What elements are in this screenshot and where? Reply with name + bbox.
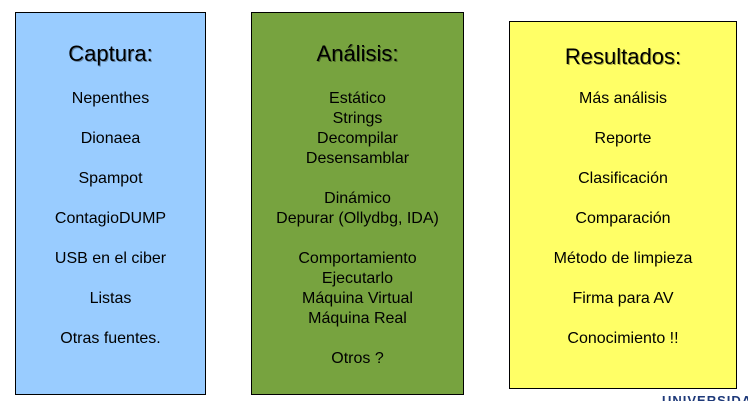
analisis-item: Comportamiento bbox=[298, 250, 417, 267]
analisis-item: Máquina Real bbox=[308, 310, 407, 327]
captura-item: Dionaea bbox=[80, 130, 141, 147]
captura-item: ContagioDUMP bbox=[54, 210, 167, 227]
resultados-item: Clasificación bbox=[578, 170, 668, 187]
resultados-item: Reporte bbox=[594, 130, 652, 147]
analisis-group-otros: Otros ? bbox=[252, 349, 463, 369]
analisis-group-comportamiento: Comportamiento Ejecutarlo Máquina Virtua… bbox=[252, 249, 463, 329]
analisis-title: Análisis: bbox=[316, 41, 399, 66]
resultados-title: Resultados: bbox=[564, 44, 682, 69]
analisis-item: Dinámico bbox=[324, 190, 391, 207]
resultados-item: Comparación bbox=[575, 210, 671, 227]
resultados-item: Conocimiento !! bbox=[567, 330, 679, 347]
analisis-item: Máquina Virtual bbox=[302, 290, 413, 307]
analisis-item: Ejecutarlo bbox=[321, 270, 394, 287]
captura-item: Nepenthes bbox=[71, 90, 150, 107]
analisis-item: Otros ? bbox=[331, 350, 384, 367]
captura-item: Spampot bbox=[78, 170, 143, 187]
analisis-item: Decompilar bbox=[317, 130, 398, 147]
analisis-item: Estático bbox=[329, 90, 386, 107]
university-logo-text: UNIVERSIDAD bbox=[662, 393, 748, 401]
captura-title: Captura: bbox=[68, 41, 153, 66]
captura-item: Listas bbox=[89, 290, 132, 307]
analisis-item: Desensamblar bbox=[305, 150, 410, 167]
resultados-item: Firma para AV bbox=[572, 290, 674, 307]
analisis-group-dinamico: Dinámico Depurar (Ollydbg, IDA) bbox=[252, 189, 463, 229]
resultados-box: Resultados: Más análisis Reporte Clasifi… bbox=[509, 21, 737, 389]
captura-list: Nepenthes Dionaea Spampot ContagioDUMP U… bbox=[16, 89, 205, 369]
captura-box: Captura: Nepenthes Dionaea Spampot Conta… bbox=[15, 12, 206, 395]
captura-item: USB en el ciber bbox=[54, 250, 167, 267]
captura-item: Otras fuentes. bbox=[60, 330, 161, 347]
analisis-list: Estático Strings Decompilar Desensamblar… bbox=[252, 89, 463, 369]
analisis-box: Análisis: Estático Strings Decompilar De… bbox=[251, 12, 464, 395]
analisis-group-estatico: Estático Strings Decompilar Desensamblar bbox=[252, 89, 463, 169]
analisis-item: Depurar (Ollydbg, IDA) bbox=[276, 210, 439, 227]
resultados-item: Más análisis bbox=[578, 90, 668, 107]
resultados-list: Más análisis Reporte Clasificación Compa… bbox=[510, 89, 736, 369]
analisis-item: Strings bbox=[332, 110, 383, 127]
resultados-item: Método de limpieza bbox=[553, 250, 693, 267]
